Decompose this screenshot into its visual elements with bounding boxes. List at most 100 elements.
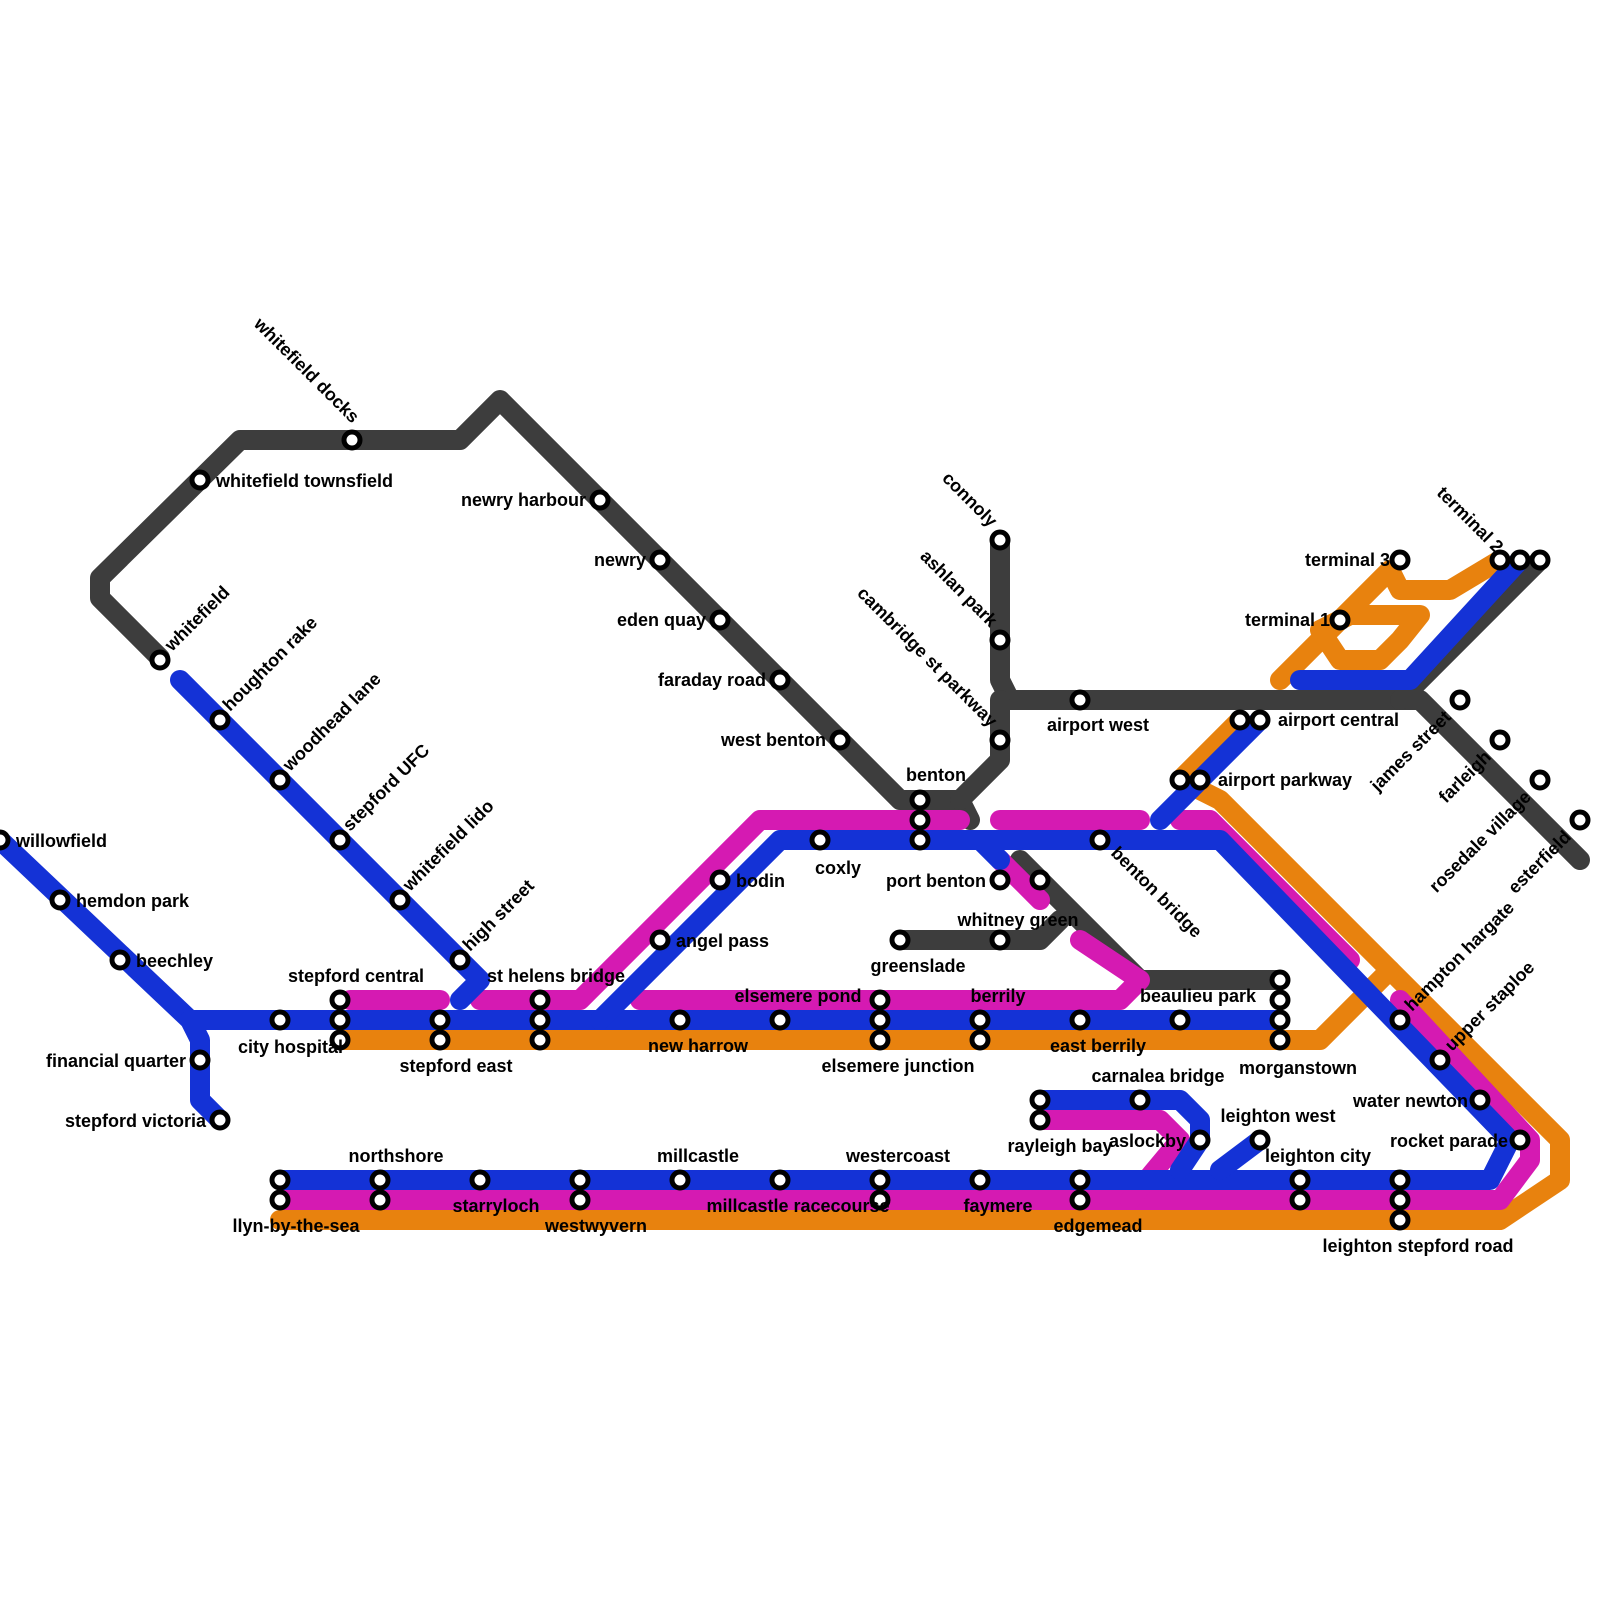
station-marker[interactable] [344, 432, 360, 448]
station-marker[interactable] [772, 672, 788, 688]
station-marker[interactable] [812, 832, 828, 848]
station-marker[interactable] [772, 1172, 788, 1188]
station-marker[interactable] [1452, 692, 1468, 708]
station-marker[interactable] [1492, 732, 1508, 748]
station-marker[interactable] [572, 1192, 588, 1208]
station-marker[interactable] [972, 1012, 988, 1028]
station-marker[interactable] [532, 992, 548, 1008]
station-marker[interactable] [652, 552, 668, 568]
station-label: northshore [348, 1146, 443, 1166]
station-marker[interactable] [972, 1172, 988, 1188]
station-marker[interactable] [992, 932, 1008, 948]
station-marker[interactable] [1512, 552, 1528, 568]
station-marker[interactable] [912, 792, 928, 808]
station-marker[interactable] [1392, 1212, 1408, 1228]
station-marker[interactable] [1292, 1172, 1308, 1188]
station-label: faymere [963, 1196, 1032, 1216]
station-marker[interactable] [992, 732, 1008, 748]
station-marker[interactable] [992, 532, 1008, 548]
station-marker[interactable] [1192, 772, 1208, 788]
station-marker[interactable] [372, 1172, 388, 1188]
station-marker[interactable] [372, 1192, 388, 1208]
station-marker[interactable] [1512, 1132, 1528, 1148]
station-marker[interactable] [1392, 1012, 1408, 1028]
station-marker[interactable] [392, 892, 408, 908]
station-marker[interactable] [1292, 1192, 1308, 1208]
station-marker[interactable] [332, 832, 348, 848]
station-marker[interactable] [1072, 1012, 1088, 1028]
station-marker[interactable] [912, 812, 928, 828]
station-marker[interactable] [152, 652, 168, 668]
station-marker[interactable] [1432, 1052, 1448, 1068]
station-marker[interactable] [912, 832, 928, 848]
station-marker[interactable] [972, 1032, 988, 1048]
station-marker[interactable] [112, 952, 128, 968]
station-marker[interactable] [1192, 1132, 1208, 1148]
station-label: coxly [815, 858, 861, 878]
station-marker[interactable] [1172, 772, 1188, 788]
station-marker[interactable] [0, 832, 8, 848]
station-marker[interactable] [572, 1172, 588, 1188]
station-marker[interactable] [872, 1172, 888, 1188]
station-marker[interactable] [532, 1032, 548, 1048]
station-marker[interactable] [1532, 772, 1548, 788]
station-marker[interactable] [272, 1172, 288, 1188]
station-marker[interactable] [1032, 1112, 1048, 1128]
station-marker[interactable] [872, 1012, 888, 1028]
station-marker[interactable] [1392, 1192, 1408, 1208]
station-marker[interactable] [892, 932, 908, 948]
station-marker[interactable] [1032, 872, 1048, 888]
station-marker[interactable] [52, 892, 68, 908]
station-marker[interactable] [1032, 1092, 1048, 1108]
station-marker[interactable] [1272, 1012, 1288, 1028]
station-marker[interactable] [1232, 712, 1248, 728]
station-marker[interactable] [872, 1032, 888, 1048]
station-marker[interactable] [1572, 812, 1588, 828]
station-marker[interactable] [192, 1052, 208, 1068]
station-marker[interactable] [272, 1012, 288, 1028]
station-marker[interactable] [1072, 1192, 1088, 1208]
station-marker[interactable] [212, 1112, 228, 1128]
station-marker[interactable] [1132, 1092, 1148, 1108]
station-marker[interactable] [1072, 1172, 1088, 1188]
station-marker[interactable] [992, 632, 1008, 648]
station-marker[interactable] [432, 1032, 448, 1048]
station-marker[interactable] [672, 1172, 688, 1188]
station-marker[interactable] [1092, 832, 1108, 848]
station-marker[interactable] [832, 732, 848, 748]
station-marker[interactable] [1252, 712, 1268, 728]
station-marker[interactable] [1272, 972, 1288, 988]
station-marker[interactable] [1392, 552, 1408, 568]
station-marker[interactable] [1392, 1172, 1408, 1188]
station-marker[interactable] [712, 612, 728, 628]
station-marker[interactable] [1172, 1012, 1188, 1028]
station-marker[interactable] [992, 872, 1008, 888]
station-marker[interactable] [452, 952, 468, 968]
station-marker[interactable] [1472, 1092, 1488, 1108]
station-marker[interactable] [1332, 612, 1348, 628]
station-marker[interactable] [212, 712, 228, 728]
station-label: woodhead lane [278, 669, 385, 776]
station-marker[interactable] [332, 992, 348, 1008]
station-marker[interactable] [192, 472, 208, 488]
station-label: faraday road [658, 670, 766, 690]
station-marker[interactable] [872, 992, 888, 1008]
station-marker[interactable] [1532, 552, 1548, 568]
station-marker[interactable] [1272, 992, 1288, 1008]
station-marker[interactable] [672, 1012, 688, 1028]
station-marker[interactable] [712, 872, 728, 888]
station-marker[interactable] [592, 492, 608, 508]
station-marker[interactable] [332, 1012, 348, 1028]
station-marker[interactable] [472, 1172, 488, 1188]
station-label: aslockby [1109, 1131, 1186, 1151]
station-marker[interactable] [1272, 1032, 1288, 1048]
station-marker[interactable] [272, 1192, 288, 1208]
station-marker[interactable] [1072, 692, 1088, 708]
station-marker[interactable] [532, 1012, 548, 1028]
station-label: greenslade [870, 956, 965, 976]
station-marker[interactable] [652, 932, 668, 948]
station-marker[interactable] [772, 1012, 788, 1028]
station-marker[interactable] [272, 772, 288, 788]
station-marker[interactable] [432, 1012, 448, 1028]
